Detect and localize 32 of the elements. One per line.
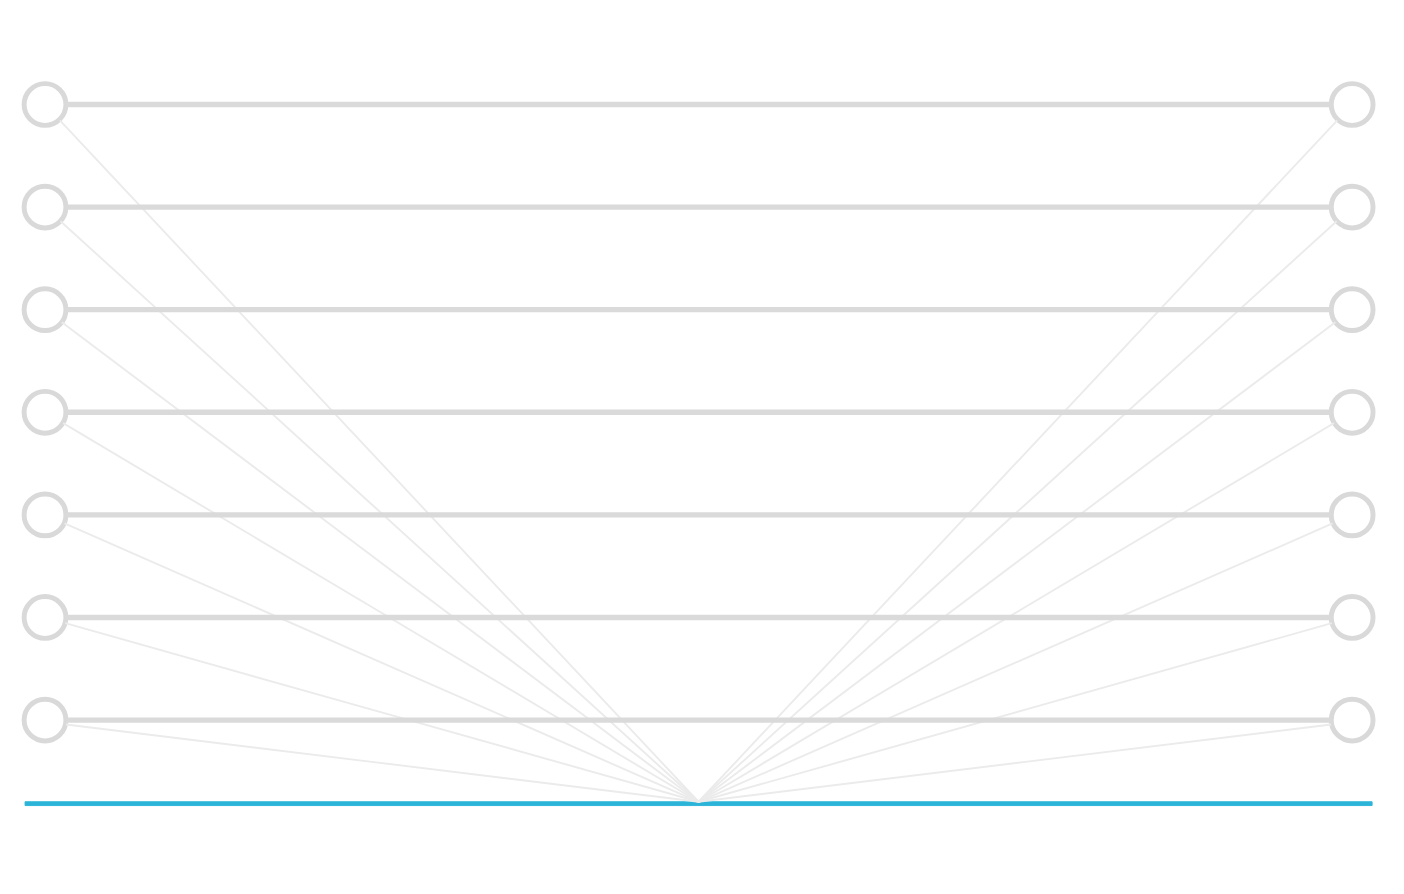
node-circle — [1328, 285, 1376, 333]
connector — [66, 203, 1331, 209]
node-circle — [1328, 80, 1376, 127]
node-circle — [21, 387, 69, 435]
node-circle — [21, 490, 69, 538]
connector — [697, 722, 1333, 802]
node-circle — [21, 695, 69, 743]
node-circle — [21, 80, 69, 127]
node-circle — [21, 593, 69, 640]
node-circle — [21, 182, 69, 230]
connector — [60, 320, 700, 802]
node-circle — [21, 285, 69, 333]
connector — [64, 621, 700, 802]
connector — [66, 100, 1331, 107]
connector — [697, 621, 1333, 802]
connector — [66, 716, 1331, 722]
connector — [697, 320, 1337, 802]
connector — [66, 306, 1331, 312]
node-circle — [1328, 182, 1376, 230]
node-circle — [1328, 387, 1376, 435]
node-bar — [24, 800, 1373, 806]
connector — [65, 722, 700, 802]
connector — [63, 521, 700, 802]
connector — [697, 421, 1335, 802]
connector — [62, 421, 700, 802]
node-circle — [1328, 593, 1376, 640]
node-circle — [1328, 490, 1376, 538]
connector — [697, 521, 1334, 802]
connector — [66, 511, 1331, 517]
node-circle — [1328, 695, 1376, 743]
connector — [66, 408, 1331, 414]
connector — [66, 613, 1331, 620]
